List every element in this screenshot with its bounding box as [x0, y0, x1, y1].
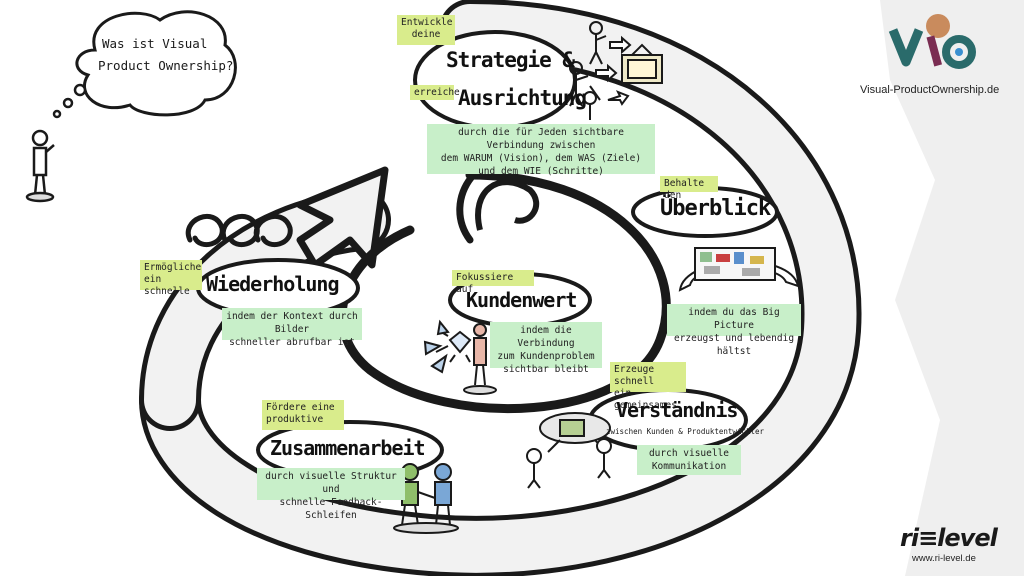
strategy-desc-line-1: durch die für Jeden sichtbare Verbindung…: [458, 127, 624, 151]
repetition-tag-line-2: ein schnelle: [144, 274, 190, 297]
strategy-title-2: Ausrichtung: [458, 86, 587, 110]
collaboration-tag-line-2: produktive: [266, 414, 324, 425]
repetition-description: indem der Kontext durch Bilder schneller…: [222, 308, 362, 348]
customer-value-desc-line-3: sichtbar bleibt: [503, 364, 589, 375]
understanding-tag-line-1: Erzeuge schnell: [614, 364, 655, 387]
bubble-strategy: [413, 30, 577, 130]
understanding-tag: Erzeuge schnell ein gemeinsames: [610, 362, 686, 411]
collaboration-desc-line-1: durch visuelle Struktur und: [265, 471, 397, 495]
collaboration-tag-line-1: Fördere eine: [266, 402, 335, 413]
understanding-title: Verständnis: [616, 398, 738, 422]
collaboration-tag: Fördere eine produktive: [262, 400, 344, 430]
understanding-desc-line-2: Kommunikation: [651, 461, 727, 472]
recycle-loops-icon: [185, 214, 293, 248]
strategy-description: durch die für Jeden sichtbare Verbindung…: [427, 124, 655, 177]
customer-value-description: indem die Verbindung zum Kundenproblem s…: [490, 322, 602, 375]
overview-description: indem du das Big Picture erzeugst und le…: [667, 304, 801, 357]
repetition-tag-line-1: Ermögliche: [144, 262, 202, 273]
understanding-tag-line-2: ein gemeinsames: [614, 388, 677, 411]
repetition-desc-line-1: indem der Kontext durch Bilder: [226, 311, 358, 335]
overview-desc-line-2: erzeugst und lebendig hältst: [673, 333, 795, 357]
customer-diamond-icon: [423, 319, 497, 395]
people-pointing-frame-icon: [569, 21, 663, 120]
strategy-title-1: Strategie &: [446, 48, 575, 72]
two-people-speech-icon: [526, 412, 612, 489]
ri-level-brand: ri≡level: [900, 524, 998, 552]
strategy-tag-1: Entwickle deine: [397, 15, 455, 45]
strategy-tag-2: erreiche: [410, 85, 460, 100]
understanding-desc-line-1: durch visuelle: [648, 448, 730, 459]
collaboration-title: Zusammenarbeit: [270, 436, 426, 460]
thought-bubble-line-1: Was ist Visual: [102, 36, 208, 51]
customer-value-title: Kundenwert: [466, 288, 577, 312]
site-url: Visual-ProductOwnership.de: [860, 84, 1000, 96]
customer-value-desc-line-1: indem die Verbindung: [517, 325, 575, 349]
ri-level-logo-icon: [922, 537, 936, 545]
strategy-desc-line-3: und dem WIE (Schritte): [478, 166, 604, 177]
spiral-arrow-head: [296, 166, 389, 269]
thought-bubble-line-2: Product Ownership?: [98, 58, 234, 73]
collaboration-desc-line-2: schnelle Feedback-Schleifen: [279, 497, 383, 521]
understanding-subtitle: zwischen Kunden & Produktentwickler: [606, 427, 765, 436]
customer-value-tag: Fokussiere auf: [452, 270, 534, 295]
collaboration-description: durch visuelle Struktur und schnelle Fee…: [257, 468, 405, 521]
customer-value-desc-line-2: zum Kundenproblem: [497, 351, 595, 362]
ri-level-url: www.ri-level.de: [912, 553, 976, 564]
repetition-desc-line-2: schneller abrufbar ist: [229, 337, 355, 348]
overview-desc-line-1: indem du das Big Picture: [688, 307, 780, 331]
overview-title: Überblick: [660, 196, 771, 221]
repetition-tag: Ermögliche ein schnelle: [140, 260, 202, 297]
strategy-desc-line-2: dem WARUM (Vision), dem WAS (Ziele): [440, 153, 642, 164]
collaboration-people-icon: [393, 463, 459, 534]
understanding-description: durch visuelle Kommunikation: [637, 445, 741, 475]
big-picture-board-icon: [678, 247, 800, 292]
thought-cloud: [75, 10, 237, 117]
background-wash: [880, 0, 1024, 576]
repetition-title: Wiederholung: [206, 272, 339, 296]
vpo-bulb-logo-icon: [888, 14, 976, 69]
overview-tag: Behalte den: [660, 176, 718, 201]
person-thinking-icon: [25, 129, 55, 203]
